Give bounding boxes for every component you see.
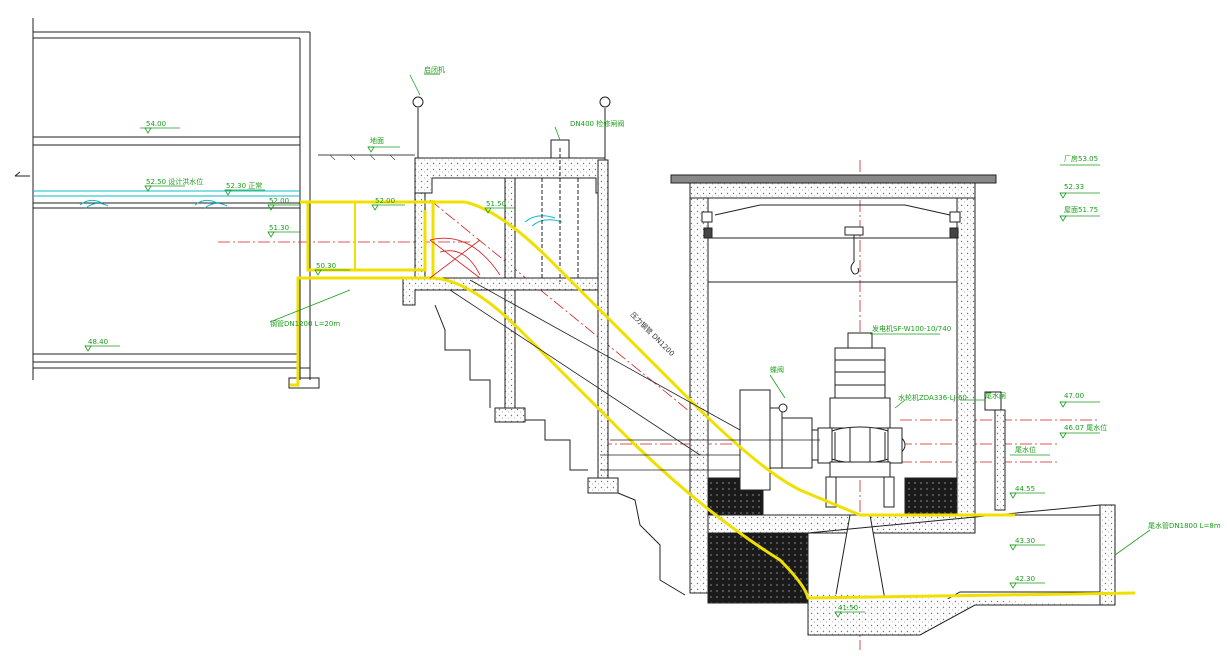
label-tailrace-level: 尾水位: [1015, 445, 1036, 454]
pipe-outline: [449, 279, 820, 471]
elevation-markers: [84, 74, 1151, 618]
elevation-41-50: 41.50: [838, 604, 858, 612]
ground-hatch: [329, 154, 396, 161]
water-level-lines: [33, 190, 563, 227]
powerhouse: [670, 174, 997, 604]
elevation-54-00: 54.00: [146, 120, 166, 128]
stepped-foundation: [434, 304, 686, 596]
elevation-46-07: 46.07 尾水位: [1064, 423, 1107, 432]
elevation-51-50: 51.50: [486, 200, 506, 208]
elevation-44-55: 44.55: [1015, 485, 1035, 493]
elevation-52-33: 52.33: [1064, 183, 1084, 191]
inlet-valve: [739, 389, 819, 491]
label-draft-tube: 尾水管DN1800 L=8m: [1148, 521, 1221, 530]
elevation-48-40: 48.40: [88, 338, 108, 346]
label-penstock-slope: 压力钢管 DN1200: [629, 310, 677, 358]
tailrace-channel: [807, 391, 1116, 636]
elevation-43-30: 43.30: [1015, 537, 1035, 545]
label-turbine: 水轮机ZDA336-LJ-60: [898, 393, 967, 402]
label-gate-hoist: 启闭机: [424, 65, 445, 74]
generator-unit: [814, 332, 906, 508]
label-intake-pipe: 钢管DN1200 L=20m: [270, 319, 340, 328]
elevation-51-30: 51.30: [269, 224, 289, 232]
gate-hoists: [412, 73, 611, 158]
label-generator: 发电机SF-W100-10/740: [872, 324, 951, 333]
elevation-51-75: 屋面51.75: [1064, 206, 1098, 214]
intake-tower: [402, 139, 619, 494]
label-valve-dn400: DN400 检修闸阀: [570, 119, 624, 128]
elevation-52-00-b: 52.00: [375, 197, 395, 205]
crane-hook-icon: [844, 226, 864, 275]
elevation-47-00: 47.00: [1064, 392, 1084, 400]
elevation-52-00: 52.00: [269, 197, 289, 205]
elevation-52-50: 52.50 设计洪水位: [146, 177, 203, 186]
elevation-53-05: 厂房53.05: [1064, 154, 1098, 163]
bend-arcs: [429, 237, 501, 279]
label-valve: 蝶阀: [770, 365, 784, 374]
label-tailrace-gate: 尾水闸: [985, 391, 1006, 400]
elevation-42-30: 42.30: [1015, 575, 1035, 583]
elevation-50-30: 50.30: [316, 262, 336, 270]
elevation-52-30: 52.30 正常: [226, 181, 262, 190]
reservoir-structure: [14, 18, 320, 389]
label-ground: 地面: [370, 136, 384, 145]
penstock-pipe: [290, 200, 1136, 600]
